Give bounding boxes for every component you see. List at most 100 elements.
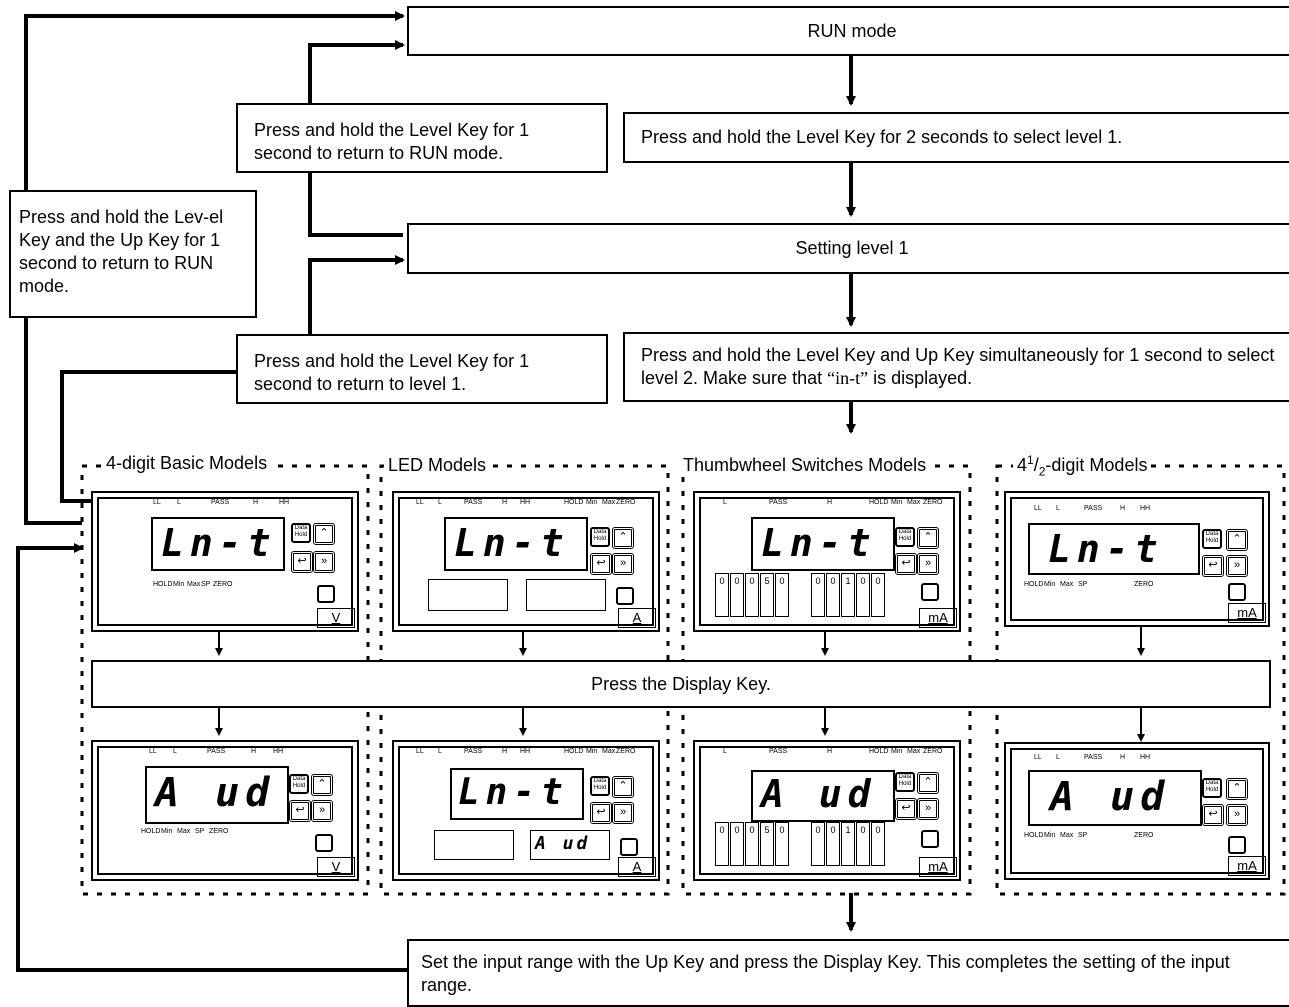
thumb-digit: 0 [775, 822, 789, 866]
return-run-from-level2-box: Press and hold the Lev-el Key and the Up… [9, 190, 257, 318]
level-key[interactable]: ↩ [895, 798, 917, 820]
status-zero: ZERO [1134, 581, 1154, 588]
status-min: Min [173, 581, 185, 588]
group-title-thumbwheel-text: Thumbwheel Switches Models [683, 455, 927, 475]
shift-key[interactable]: » [917, 798, 939, 820]
shift-key[interactable]: » [1226, 555, 1248, 577]
data-hold-key[interactable]: Data Hold [291, 523, 311, 543]
indicator-min: Min [586, 748, 598, 755]
thumbwheel-switch-right[interactable]: 0 0 1 0 0 [811, 822, 886, 866]
indicator-hh: HH [1140, 505, 1151, 512]
shift-key[interactable]: » [917, 553, 939, 575]
indicator-min: Min [891, 499, 903, 506]
shift-key[interactable]: » [311, 800, 333, 822]
main-lcd: Ln-t [450, 768, 584, 820]
data-hold-key-label: Data Hold [294, 525, 308, 538]
status-sp: SP [201, 581, 211, 588]
data-hold-key[interactable]: Data Hold [289, 774, 309, 794]
status-sp: SP [1078, 581, 1088, 588]
unit-label: A [618, 608, 656, 628]
return-level1-box: Press and hold the Level Key for 1 secon… [236, 334, 608, 404]
main-lcd: A ud [751, 770, 895, 822]
indicator-pass: PASS [464, 499, 483, 506]
display-key[interactable] [921, 830, 939, 848]
display-key[interactable] [620, 838, 638, 856]
indicator-pass: PASS [1084, 754, 1103, 761]
shift-key[interactable]: » [612, 802, 634, 824]
return-run-from-level1-box: Press and hold the Level Key for 1 secon… [236, 103, 608, 173]
level-key[interactable]: ↩ [289, 800, 311, 822]
level2-select-instruction: Press and hold the Level Key and Up Key … [623, 332, 1289, 402]
data-hold-key[interactable]: Data Hold [590, 776, 610, 796]
setting-level1-label: Setting level 1 [795, 238, 909, 258]
up-key[interactable]: ⌃ [917, 772, 939, 794]
thumbwheel-switch-left[interactable]: 0 0 0 5 0 [715, 573, 790, 617]
status-max: Max [1060, 581, 1074, 588]
data-hold-key[interactable]: Data Hold [895, 772, 915, 792]
main-lcd: A ud [145, 766, 289, 824]
up-key[interactable]: ⌃ [1226, 529, 1248, 551]
group-title-4half-sub: 2 [1038, 464, 1046, 479]
thumb-digit: 0 [730, 822, 744, 866]
shift-key[interactable]: » [1226, 804, 1248, 826]
display-key[interactable] [315, 834, 333, 852]
up-key[interactable]: ⌃ [612, 776, 634, 798]
thumbwheel-switch-right[interactable]: 0 0 1 0 0 [811, 573, 886, 617]
meter-bezel [699, 497, 955, 626]
up-key[interactable]: ⌃ [1226, 778, 1248, 800]
return-run-from-level2-text: Press and hold the Lev-el Key and the Up… [19, 207, 224, 296]
group-title-4half: 41/2-digit Models [1013, 453, 1152, 479]
data-hold-key[interactable]: Data Hold [1202, 529, 1222, 549]
meter-panel-4digit-bottom: LL L PASS H HH A ud Data Hold ⌃ ↩ » HOLD… [91, 740, 359, 881]
level-key[interactable]: ↩ [1202, 804, 1224, 826]
thumb-digit: 0 [811, 573, 825, 617]
indicator-pass: PASS [1084, 505, 1103, 512]
display-key[interactable] [1228, 583, 1246, 601]
group-title-4half-main: 4 [1017, 455, 1028, 475]
meter-panel-thumbwheel-top: L PASS H HOLD Min Max ZERO Ln-t Data Hol… [693, 491, 961, 632]
up-key[interactable]: ⌃ [311, 774, 333, 796]
display-key[interactable] [921, 583, 939, 601]
group-title-led: LED Models [384, 455, 491, 476]
main-lcd: Ln-t [444, 517, 588, 571]
data-hold-key[interactable]: Data Hold [895, 527, 915, 547]
indicator-ll: LL [416, 748, 424, 755]
up-key[interactable]: ⌃ [612, 527, 634, 549]
level-key[interactable]: ↩ [291, 551, 313, 573]
indicator-hh: HH [520, 499, 531, 506]
indicator-h: H [502, 499, 508, 506]
data-hold-key-label: Data Hold [593, 778, 607, 791]
level-key[interactable]: ↩ [590, 802, 612, 824]
setting-level1-box: Setting level 1 [407, 223, 1289, 274]
shift-key[interactable]: » [313, 551, 335, 573]
status-zero: ZERO [213, 581, 233, 588]
group-title-4digit-text: 4-digit Basic Models [106, 453, 268, 473]
main-lcd: A ud [1028, 770, 1202, 826]
status-min: Min [161, 828, 173, 835]
up-key[interactable]: ⌃ [313, 523, 335, 545]
level2-select-text-a: Press and hold the Level Key and Up Key … [641, 345, 1275, 388]
data-hold-key[interactable]: Data Hold [1202, 778, 1222, 798]
data-hold-key[interactable]: Data Hold [590, 527, 610, 547]
indicator-ll: LL [1034, 505, 1042, 512]
up-key[interactable]: ⌃ [917, 527, 939, 549]
display-key[interactable] [616, 587, 634, 605]
indicator-pass: PASS [211, 499, 230, 506]
thumb-digit: 0 [715, 573, 729, 617]
shift-key[interactable]: » [612, 553, 634, 575]
display-key[interactable] [317, 585, 335, 603]
display-key[interactable] [1228, 836, 1246, 854]
meter-bezel [398, 746, 654, 875]
unit-label: mA [1228, 856, 1266, 876]
level-key[interactable]: ↩ [895, 553, 917, 575]
main-lcd: Ln-t [1028, 523, 1200, 575]
thumb-digit: 0 [775, 573, 789, 617]
level2-code: “in-t” [827, 368, 869, 388]
thumbwheel-switch-left[interactable]: 0 0 0 5 0 [715, 822, 790, 866]
group-title-4half-rest: -digit Models [1045, 455, 1148, 475]
thumb-digit: 0 [826, 573, 840, 617]
level-key[interactable]: ↩ [1202, 555, 1224, 577]
indicator-l: L [1056, 754, 1060, 761]
meter-panel-led-bottom: LL L PASS H HH HOLD Min Max ZERO Ln-t Da… [392, 740, 660, 881]
level-key[interactable]: ↩ [590, 553, 612, 575]
